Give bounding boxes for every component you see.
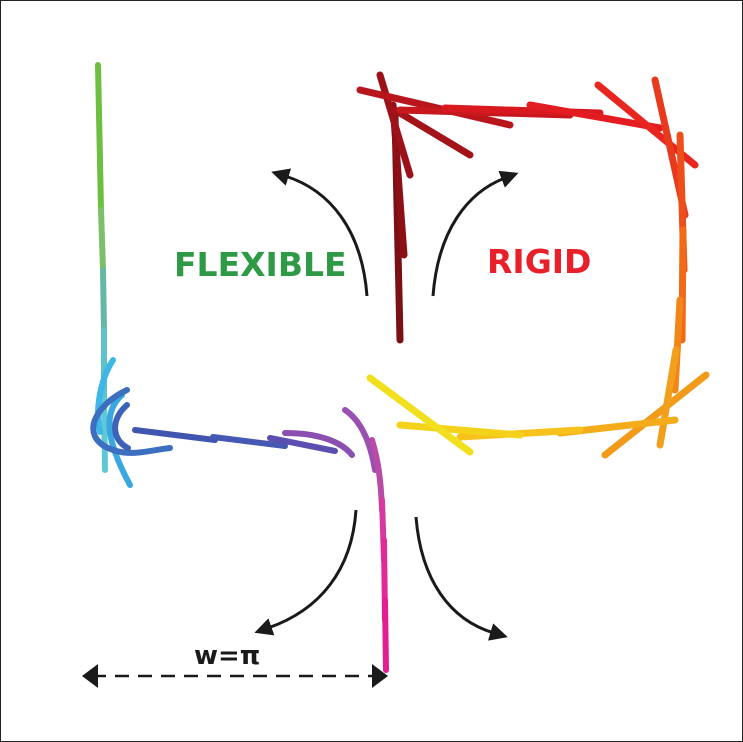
dimension-right-arrowhead [372,664,388,688]
arrow-down-left [254,509,358,636]
arrow-down-right [414,516,508,641]
bottom-filament [90,387,389,673]
width-dimension [82,664,388,688]
label-width: w=π [194,641,260,671]
left-filament [95,62,133,488]
transition-arrows [254,168,519,641]
label-flexible: FLEXIBLE [174,245,347,284]
arrow-up-left [271,168,369,297]
rigid-filament [356,71,710,459]
dimension-left-arrowhead [82,664,98,688]
label-rigid: RIGID [487,242,591,281]
arrow-up-right [431,170,519,297]
